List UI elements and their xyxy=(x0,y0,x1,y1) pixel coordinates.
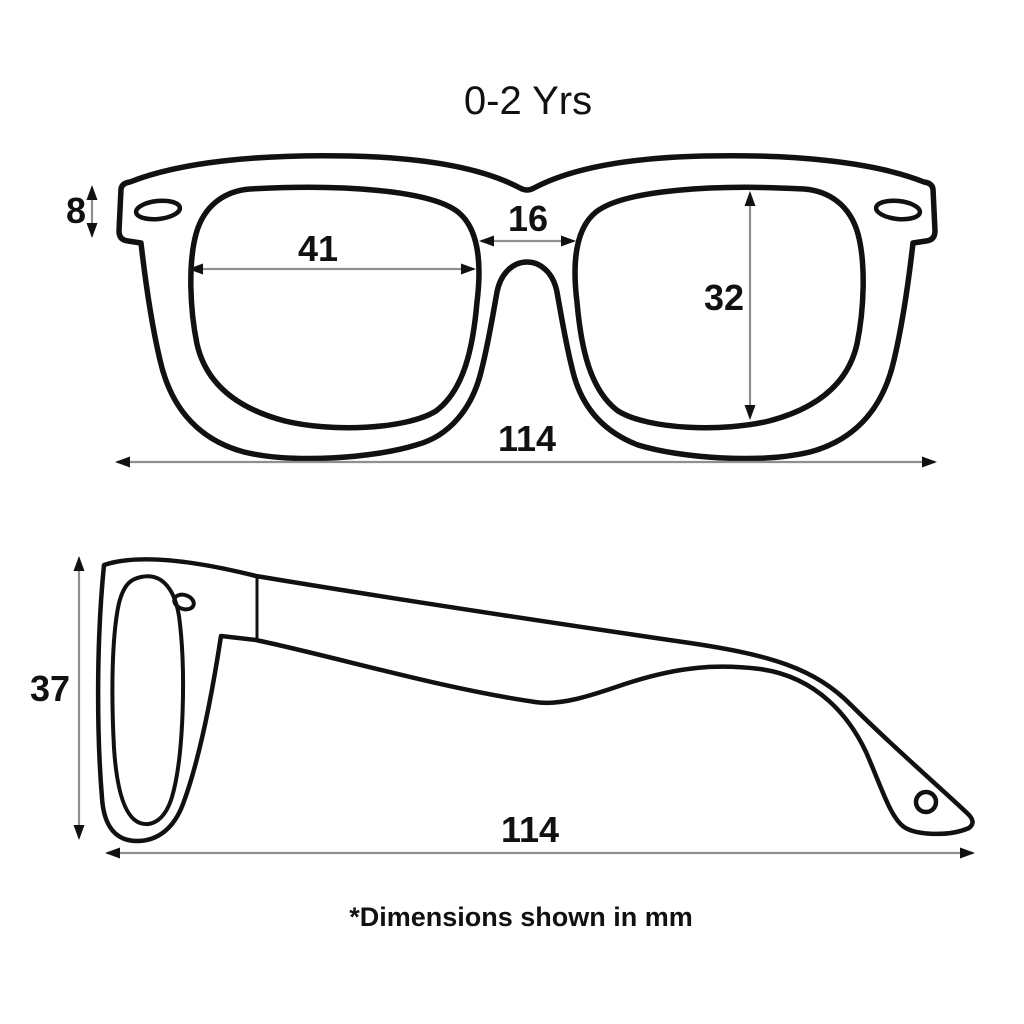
units-footnote: *Dimensions shown in mm xyxy=(349,902,693,932)
dim-endpiece-height-label: 8 xyxy=(66,190,86,231)
dim-frame-width-label: 114 xyxy=(498,418,556,459)
left-lens xyxy=(188,184,482,431)
temple-tip-hole-icon xyxy=(913,789,939,815)
dim-lens-height-label: 32 xyxy=(704,277,744,318)
side-view xyxy=(95,557,975,844)
left-hinge-rivet-icon xyxy=(133,198,183,222)
dim-frame-height-label: 37 xyxy=(30,668,70,709)
dim-bridge-width-label: 16 xyxy=(508,198,548,239)
right-hinge-rivet-icon xyxy=(873,198,923,222)
dim-temple-length-label: 114 xyxy=(501,809,559,850)
side-frame-outline xyxy=(95,557,975,844)
side-rivet-icon xyxy=(172,592,196,612)
side-view-dimensions: 37 114 xyxy=(30,556,975,859)
age-range-title: 0-2 Yrs xyxy=(464,79,592,123)
front-view-dimensions: 8 41 16 32 114 xyxy=(66,185,937,468)
right-lens xyxy=(572,184,866,431)
side-lens-outline xyxy=(110,574,186,826)
dim-lens-width-label: 41 xyxy=(298,228,338,269)
